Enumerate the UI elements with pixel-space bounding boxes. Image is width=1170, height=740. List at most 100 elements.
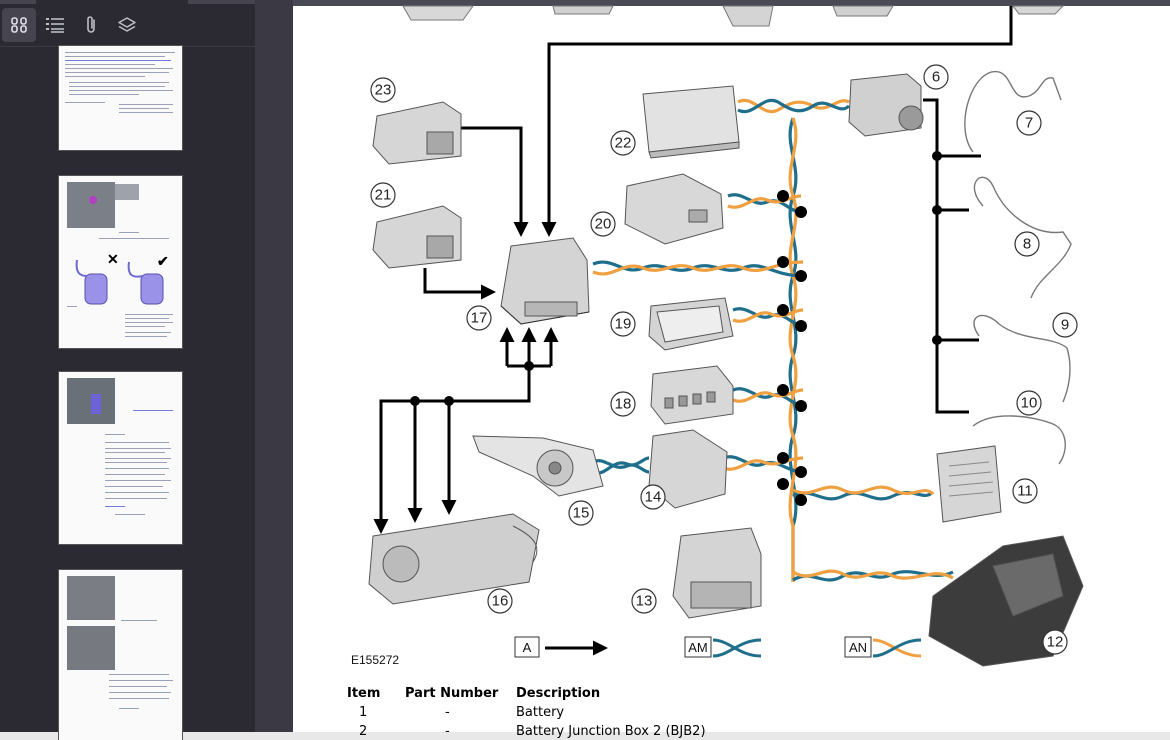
key-am-label: AM — [688, 640, 708, 655]
table-cell-item: 2 — [359, 724, 368, 739]
page-thumbnail[interactable] — [59, 46, 182, 150]
component-15 — [472, 435, 604, 497]
wiring-diagram: 6 7 8 9 10 11 12 13 14 15 16 17 18 19 20… — [351, 5, 1084, 667]
paperclip-icon[interactable] — [74, 8, 108, 42]
svg-text:14: 14 — [645, 489, 662, 506]
callout-16: 16 — [487, 588, 513, 614]
thumbnail-marker — [89, 196, 97, 204]
page-thumbnail[interactable]: ✕ ✔ — [59, 176, 182, 348]
table-cell-part: - — [445, 705, 450, 720]
outline-icon[interactable] — [38, 8, 72, 42]
thumbnail-photo — [67, 626, 115, 670]
svg-text:10: 10 — [1021, 395, 1038, 412]
callout-9: 9 — [1052, 312, 1078, 338]
sidebar-toolbar — [0, 6, 255, 47]
figure-id: E155272 — [351, 653, 399, 667]
callout-21: 21 — [370, 182, 396, 208]
svg-text:11: 11 — [1017, 483, 1033, 500]
callout-14: 14 — [640, 484, 666, 510]
component-21 — [372, 205, 462, 269]
callout-6: 6 — [923, 64, 949, 90]
component-18 — [650, 365, 734, 425]
thumbnail-photo — [67, 182, 115, 228]
callout-13: 13 — [631, 588, 657, 614]
key-am-box — [684, 636, 712, 658]
component-13 — [672, 527, 762, 619]
sidebar-panel: ✕ ✔ — [0, 0, 256, 740]
callout-7: 7 — [1016, 110, 1042, 136]
thumbnails-icon-glyph — [11, 17, 27, 33]
diagram-key: A AM AN — [514, 636, 922, 658]
table-cell-part: - — [445, 724, 450, 739]
table-cell-item: 1 — [359, 705, 368, 720]
callout-12: 12 — [1042, 629, 1068, 655]
wheel-sensors — [964, 71, 1072, 465]
component-17 — [500, 237, 590, 325]
layers-icon[interactable] — [110, 8, 144, 42]
component-6 — [848, 73, 924, 137]
component-19 — [648, 297, 734, 351]
top-cropped-components — [402, 5, 1065, 27]
document-page: 6 7 8 9 10 11 12 13 14 15 16 17 18 19 20… — [293, 5, 1170, 739]
table-header-item: Item — [347, 686, 381, 701]
svg-text:12: 12 — [1047, 634, 1064, 651]
svg-text:22: 22 — [615, 135, 632, 152]
svg-text:20: 20 — [595, 216, 612, 233]
svg-text:✔: ✔ — [157, 253, 169, 269]
component-12 — [928, 535, 1084, 667]
sidebar-splitter[interactable] — [255, 0, 293, 732]
key-am-twist — [712, 638, 762, 658]
callout-20: 20 — [590, 211, 616, 237]
callout-18: 18 — [610, 391, 636, 417]
component-23 — [372, 101, 462, 165]
table-header-part-number: Part Number — [405, 686, 499, 701]
thumbnails-icon[interactable] — [2, 8, 36, 42]
callout-23: 23 — [370, 77, 396, 103]
svg-text:✕: ✕ — [107, 251, 119, 267]
svg-text:13: 13 — [636, 593, 653, 610]
svg-text:18: 18 — [615, 396, 632, 413]
power-junctions — [410, 151, 942, 406]
svg-text:9: 9 — [1061, 317, 1069, 334]
key-an-label: AN — [849, 640, 867, 655]
svg-text:21: 21 — [375, 187, 392, 204]
page-thumbnail[interactable] — [59, 570, 182, 740]
table-header-description: Description — [516, 686, 601, 701]
layers-icon-glyph — [118, 17, 136, 32]
thumbnail-marker — [91, 394, 101, 414]
table-cell-description: Battery Junction Box 2 (BJB2) — [516, 724, 706, 739]
key-a-box — [514, 636, 540, 658]
callout-22: 22 — [610, 130, 636, 156]
svg-text:6: 6 — [932, 69, 940, 86]
svg-text:7: 7 — [1025, 115, 1033, 132]
thumbnail-photo — [67, 576, 115, 620]
svg-text:16: 16 — [492, 593, 509, 610]
svg-text:8: 8 — [1023, 236, 1031, 253]
svg-text:15: 15 — [573, 505, 590, 522]
callout-10: 10 — [1016, 390, 1042, 416]
thumbnail-figure-right: ✔ — [123, 253, 173, 308]
key-an-box — [844, 636, 872, 658]
thumbnail-list[interactable]: ✕ ✔ — [0, 46, 255, 740]
thumbnail-photo-small — [115, 184, 139, 200]
component-11 — [936, 445, 1002, 523]
outline-icon-glyph — [46, 18, 64, 33]
callout-8: 8 — [1014, 231, 1040, 257]
components — [368, 71, 1084, 667]
can-bus-lines — [592, 98, 954, 582]
svg-text:23: 23 — [375, 82, 392, 99]
callout-15: 15 — [568, 500, 594, 526]
callout-17: 17 — [466, 305, 492, 331]
sidebar-top-strip-right — [188, 0, 256, 4]
document-top-strip — [293, 0, 1170, 6]
key-an-twist-b — [872, 638, 922, 658]
sidebar-top-strip — [0, 0, 36, 4]
page-thumbnail[interactable] — [59, 372, 182, 544]
component-16 — [368, 513, 540, 605]
table-cell-description: Battery — [516, 705, 565, 720]
callout-11: 11 — [1012, 478, 1038, 504]
component-22 — [642, 85, 740, 159]
callout-labels: 6 7 8 9 10 11 12 13 14 15 16 17 18 19 20… — [370, 64, 1078, 655]
key-a-label: A — [523, 640, 532, 655]
component-20 — [624, 173, 724, 245]
